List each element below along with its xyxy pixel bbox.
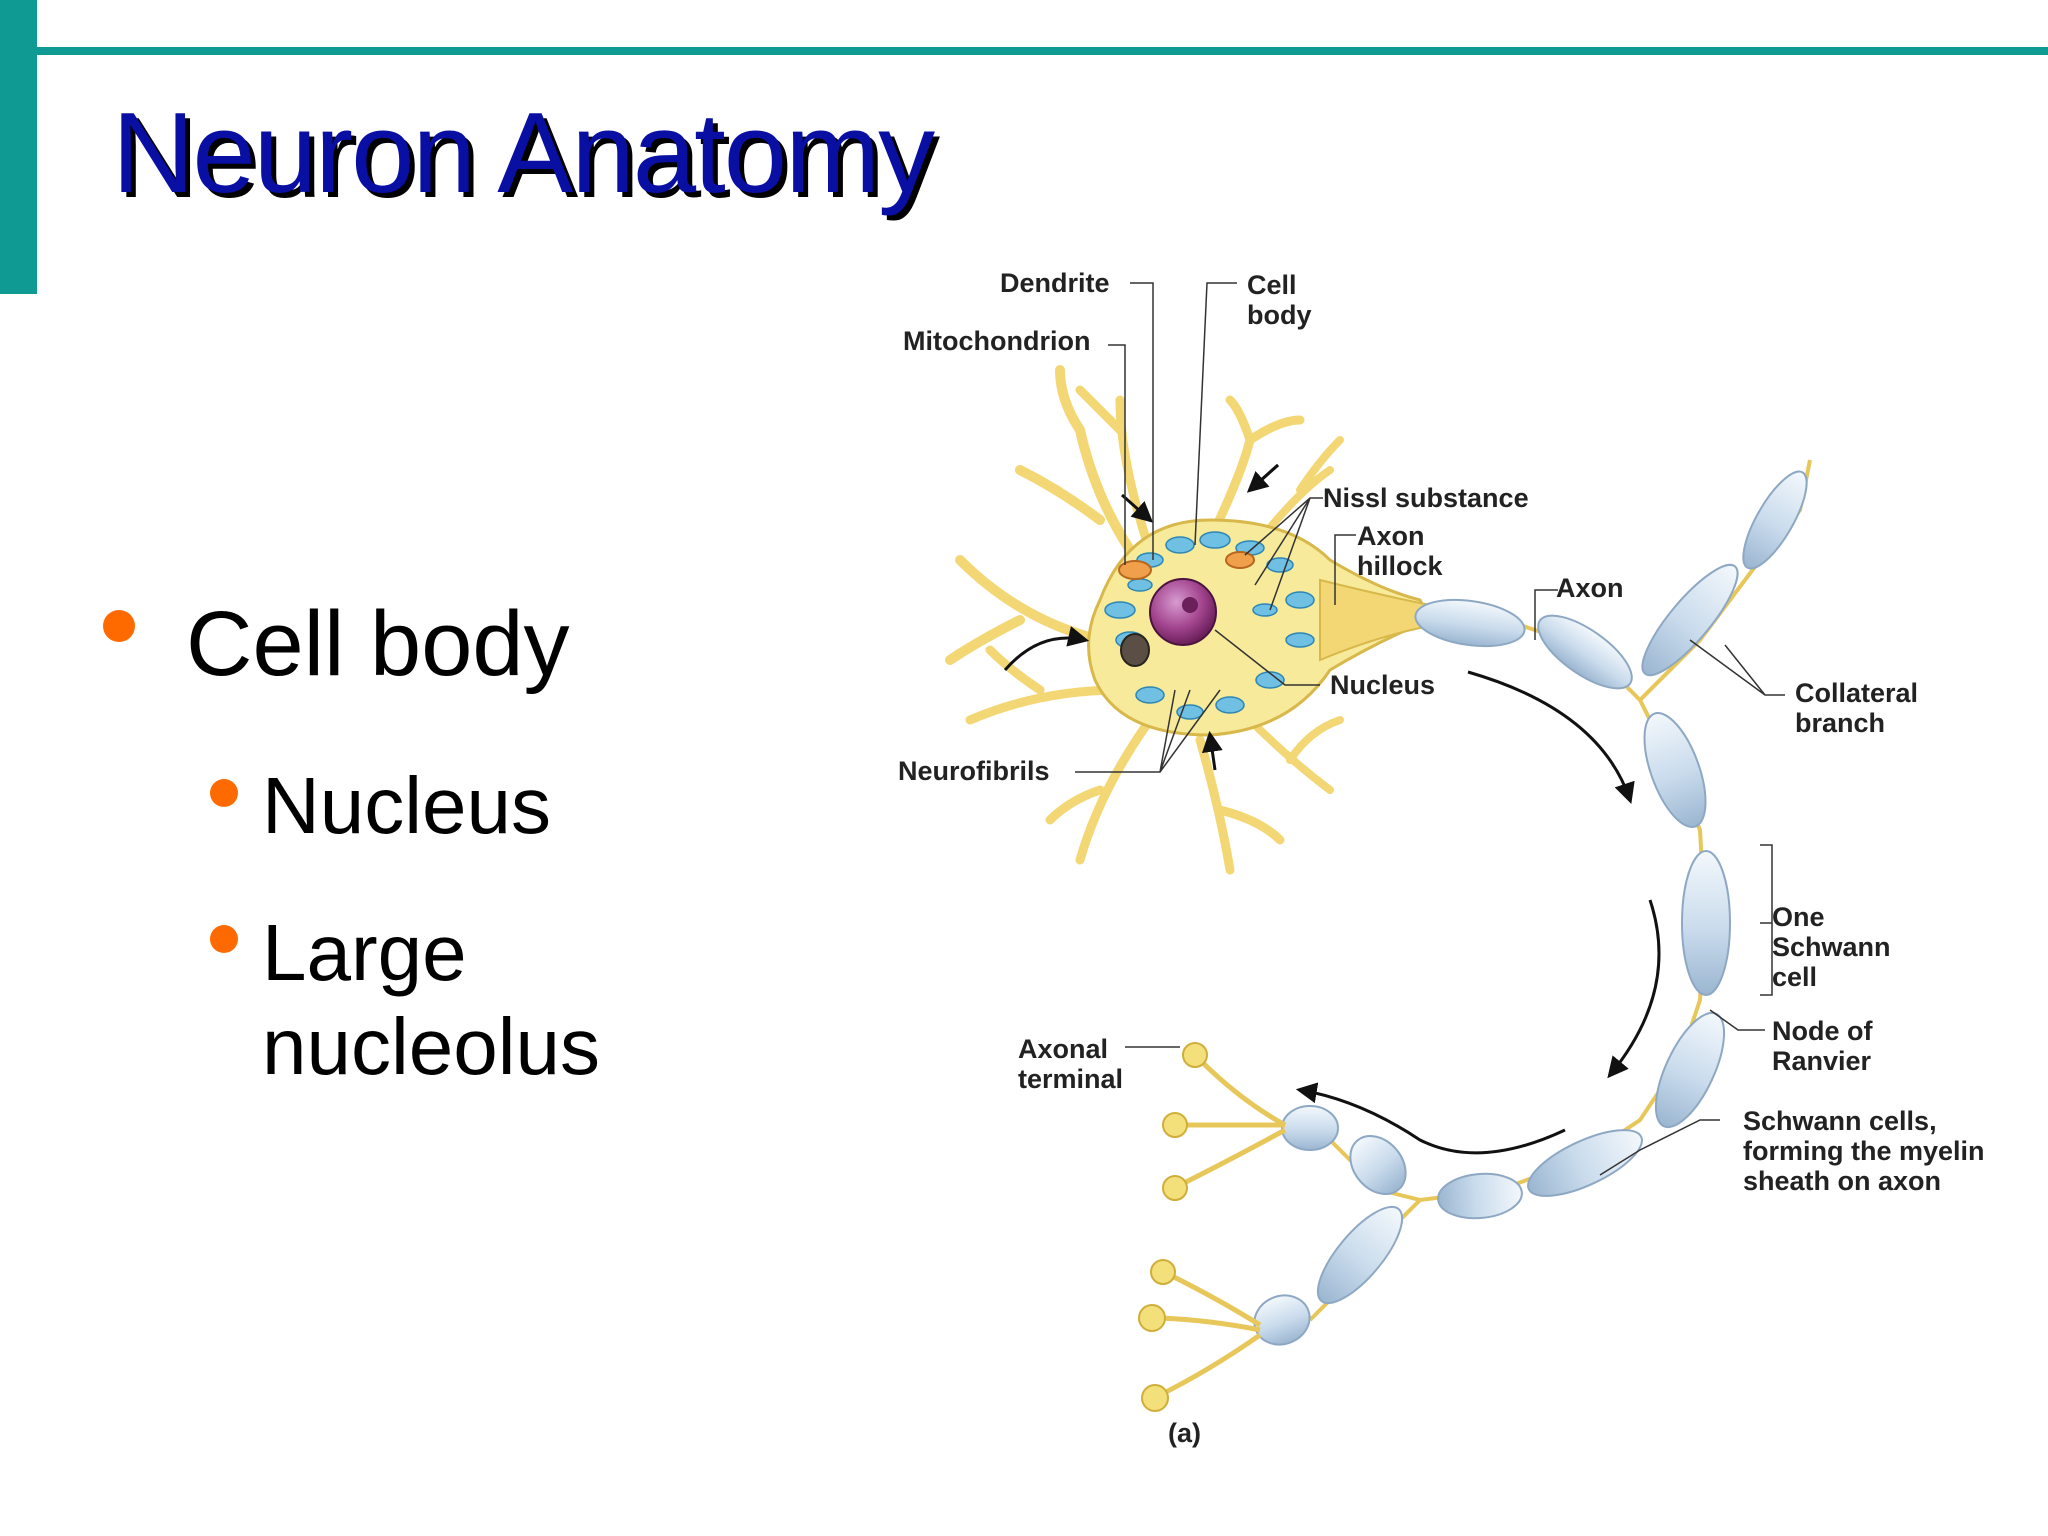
label-axon-hillock-line2: hillock	[1357, 551, 1444, 581]
label-cell-body-line1: Cell	[1247, 270, 1297, 300]
axon-terminal-bulbs	[1138, 1042, 1208, 1412]
label-myelin-line3: sheath on axon	[1743, 1166, 1941, 1196]
label-neurofibrils: Neurofibrils	[898, 756, 1050, 786]
bullet-cell-body: Cell body	[186, 593, 570, 695]
diagram-labels: Dendrite Cell body Mitochondrion Nissl s…	[898, 268, 1985, 1448]
label-axon: Axon	[1556, 573, 1624, 603]
label-collateral-line1: Collateral	[1795, 678, 1918, 708]
label-schwann-line1: One	[1772, 902, 1825, 932]
bullet-large-nucleolus: Large nucleolus	[262, 908, 601, 1091]
nucleus	[1149, 578, 1217, 646]
bullet-dot	[210, 925, 238, 953]
leader-lines	[1075, 282, 1785, 1176]
label-nucleus: Nucleus	[1330, 670, 1435, 700]
bullet-dot	[210, 779, 238, 807]
label-axon-hillock-line1: Axon	[1357, 521, 1425, 551]
label-axonal-terminal-line2: terminal	[1018, 1064, 1123, 1094]
accent-rule	[37, 47, 2048, 55]
bullet-nucleus: Nucleus	[262, 761, 552, 850]
label-mitochondrion: Mitochondrion	[903, 326, 1090, 356]
cell-body	[1087, 518, 1433, 737]
label-axonal-terminal-line1: Axonal	[1018, 1034, 1108, 1064]
label-collateral-line2: branch	[1795, 708, 1885, 738]
label-cell-body-line2: body	[1247, 300, 1312, 330]
nucleolus	[1182, 597, 1198, 613]
mitochondria	[1118, 551, 1255, 580]
accent-bar	[0, 0, 37, 294]
flow-arrows	[1003, 463, 1661, 1155]
myelin-sheath	[1253, 470, 1808, 1346]
slide-title: Neuron Anatomy	[112, 90, 935, 217]
label-myelin-line2: forming the myelin	[1743, 1136, 1985, 1166]
label-node-line2: Ranvier	[1772, 1046, 1872, 1076]
label-schwann-line2: Schwann	[1772, 932, 1891, 962]
label-nissl-substance: Nissl substance	[1323, 483, 1529, 513]
bullet-dot	[103, 610, 135, 642]
label-panel-a: (a)	[1168, 1418, 1201, 1448]
dark-inclusion	[1120, 633, 1150, 667]
label-myelin-line1: Schwann cells,	[1743, 1106, 1937, 1136]
label-schwann-line3: cell	[1772, 962, 1817, 992]
label-node-line1: Node of	[1772, 1016, 1873, 1046]
label-dendrite: Dendrite	[1000, 268, 1110, 298]
axon-terminals	[1158, 1058, 1287, 1398]
